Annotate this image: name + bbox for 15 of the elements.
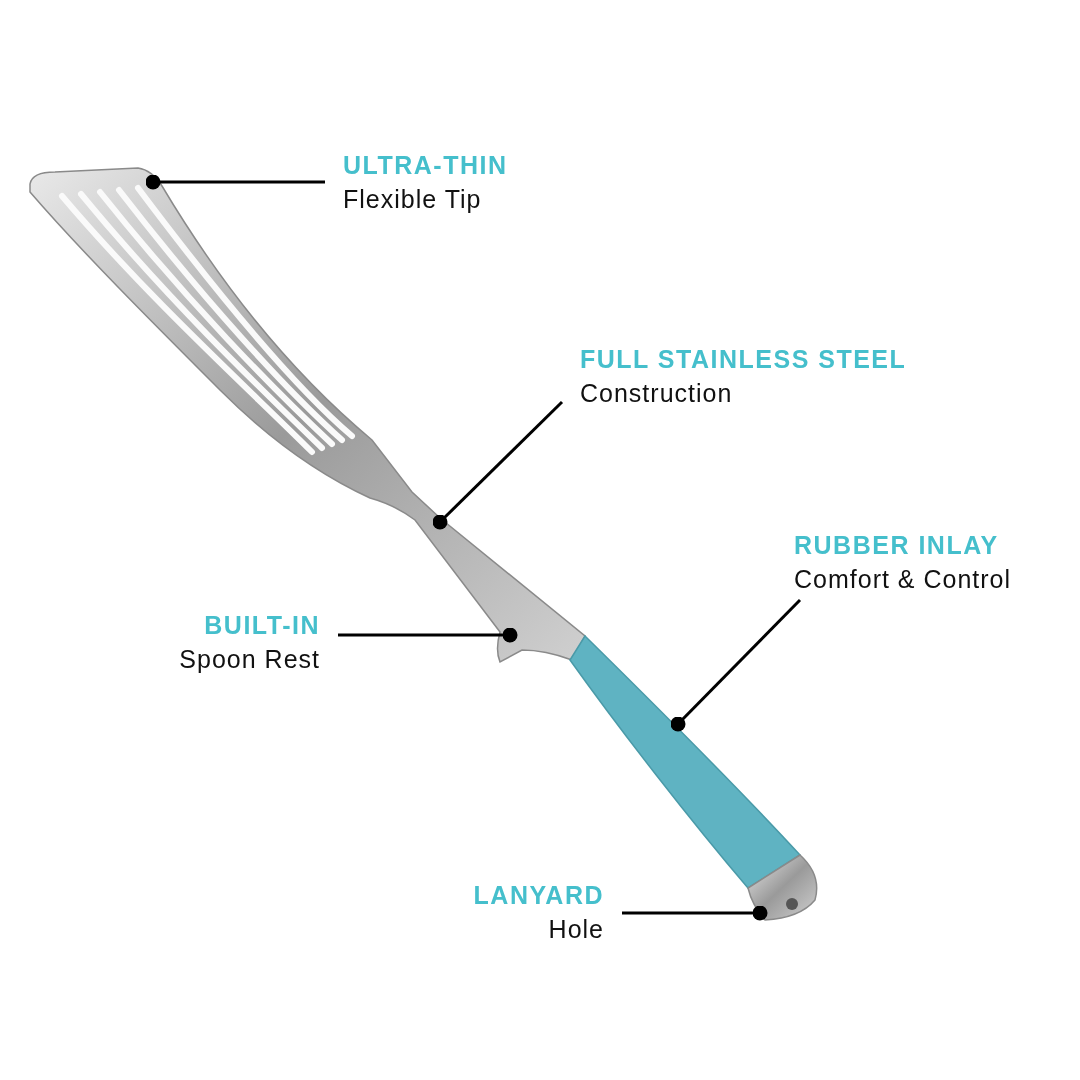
callout-text: Spoon Rest [178,644,320,675]
callout-text: Hole [547,914,604,945]
leader-line [670,598,802,732]
callout-heading: BUILT-IN [203,610,320,641]
callout-heading: LANYARD [472,880,604,911]
callout-heading: ULTRA-THIN [343,150,509,181]
callout-heading: RUBBER INLAY [794,530,1000,561]
callout-heading: FULL STAINLESS STEEL [580,344,908,375]
leader-line [145,174,325,190]
leader-line [622,905,768,921]
leader-line [432,400,564,530]
leader-line [338,627,518,643]
callout-text: Comfort & Control [794,564,1013,595]
callout-text: Flexible Tip [343,184,483,215]
callout-text: Construction [580,378,734,409]
